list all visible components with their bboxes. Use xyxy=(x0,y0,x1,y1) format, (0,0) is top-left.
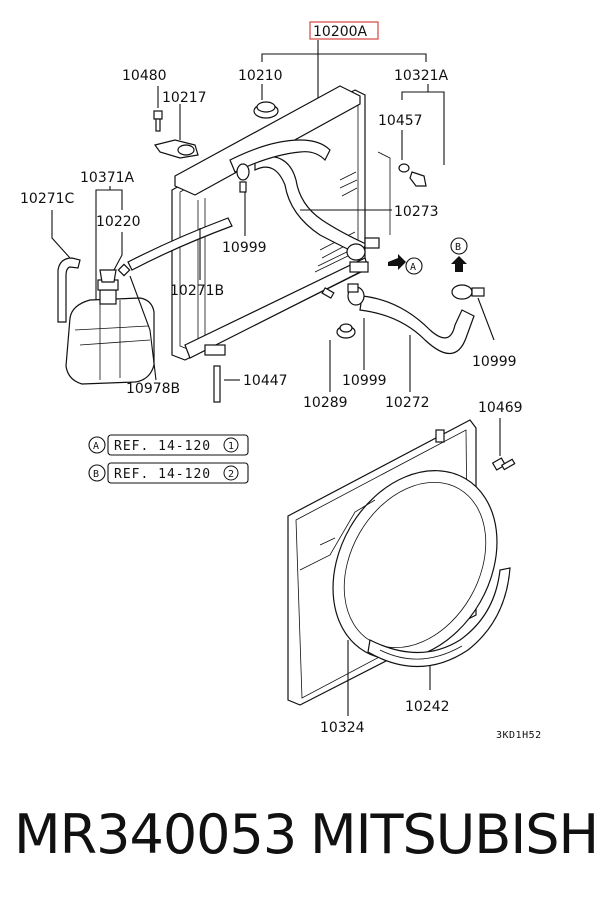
label-10200A[interactable]: 10200A xyxy=(313,24,368,40)
label-10469[interactable]: 10469 xyxy=(478,400,523,416)
lower-shroud[interactable] xyxy=(367,567,511,668)
label-10220[interactable]: 10220 xyxy=(96,214,141,230)
svg-text:1: 1 xyxy=(228,441,235,452)
label-10457[interactable]: 10457 xyxy=(378,113,423,129)
label-10371A[interactable]: 10371A xyxy=(80,170,135,186)
label-10271B[interactable]: 10271B xyxy=(170,283,224,299)
svg-text:REF. 14-120: REF. 14-120 xyxy=(114,467,211,482)
cap-10289[interactable] xyxy=(336,323,356,339)
reserve-cap[interactable] xyxy=(99,269,117,283)
radiator-cap[interactable] xyxy=(253,101,279,119)
drain-hose[interactable] xyxy=(213,365,221,403)
bracket-10217[interactable] xyxy=(153,139,199,159)
arrow-to-B: B xyxy=(450,237,468,272)
hose-clamp-lower[interactable] xyxy=(347,283,365,306)
lower-hose[interactable] xyxy=(359,295,475,355)
label-10480[interactable]: 10480 xyxy=(122,68,167,84)
ref-B[interactable]: B REF. 14-120 2 xyxy=(88,462,249,484)
arrow-to-A: A xyxy=(388,254,423,275)
leader-10200A xyxy=(261,40,427,100)
svg-text:B: B xyxy=(93,469,100,480)
label-10242[interactable]: 10242 xyxy=(405,699,450,715)
svg-text:B: B xyxy=(455,242,462,253)
tank-hose[interactable] xyxy=(57,257,81,323)
radiator-parts-diagram: 10200A 10210 10480 10217 10321A 10457 xyxy=(20,21,542,741)
svg-text:REF. 14-120: REF. 14-120 xyxy=(114,439,211,454)
bolt-10469[interactable] xyxy=(491,457,516,471)
brand-name: MITSUBISHI xyxy=(310,803,600,866)
fan-shroud[interactable] xyxy=(287,419,530,706)
upper-hose-inlet xyxy=(229,139,331,173)
label-10272[interactable]: 10272 xyxy=(385,395,430,411)
main-part-highlight[interactable] xyxy=(309,21,379,40)
label-10289[interactable]: 10289 xyxy=(303,395,348,411)
label-10210[interactable]: 10210 xyxy=(238,68,283,84)
reserve-tank[interactable] xyxy=(65,279,155,385)
hose-clamp-mid[interactable] xyxy=(346,237,380,261)
label-10999-c[interactable]: 10999 xyxy=(472,354,517,370)
label-10273[interactable]: 10273 xyxy=(394,204,439,220)
svg-text:2: 2 xyxy=(228,469,235,480)
label-10217[interactable]: 10217 xyxy=(162,90,207,106)
drawing-code: 3KD1H52 xyxy=(496,730,542,741)
svg-text:A: A xyxy=(410,262,417,273)
label-10447[interactable]: 10447 xyxy=(243,373,288,389)
label-10271C[interactable]: 10271C xyxy=(20,191,75,207)
label-10999-b[interactable]: 10999 xyxy=(342,373,387,389)
ref-A[interactable]: A REF. 14-120 1 xyxy=(88,434,249,456)
hose-clamp-right[interactable] xyxy=(451,284,485,300)
bolt-10480[interactable] xyxy=(153,110,163,132)
drain-plug[interactable] xyxy=(398,163,427,187)
overflow-hose[interactable] xyxy=(127,217,233,271)
label-10321A[interactable]: 10321A xyxy=(394,68,449,84)
label-10324[interactable]: 10324 xyxy=(320,720,365,736)
radiator xyxy=(171,85,369,361)
footer: MR340053 MITSUBISHI xyxy=(10,800,600,880)
clip-10978B[interactable] xyxy=(117,263,131,277)
hose-clamp-upper[interactable] xyxy=(236,163,250,193)
svg-text:A: A xyxy=(93,441,100,452)
label-10999-a[interactable]: 10999 xyxy=(222,240,267,256)
part-number: MR340053 xyxy=(14,803,297,866)
label-10978B[interactable]: 10978B xyxy=(126,381,180,397)
